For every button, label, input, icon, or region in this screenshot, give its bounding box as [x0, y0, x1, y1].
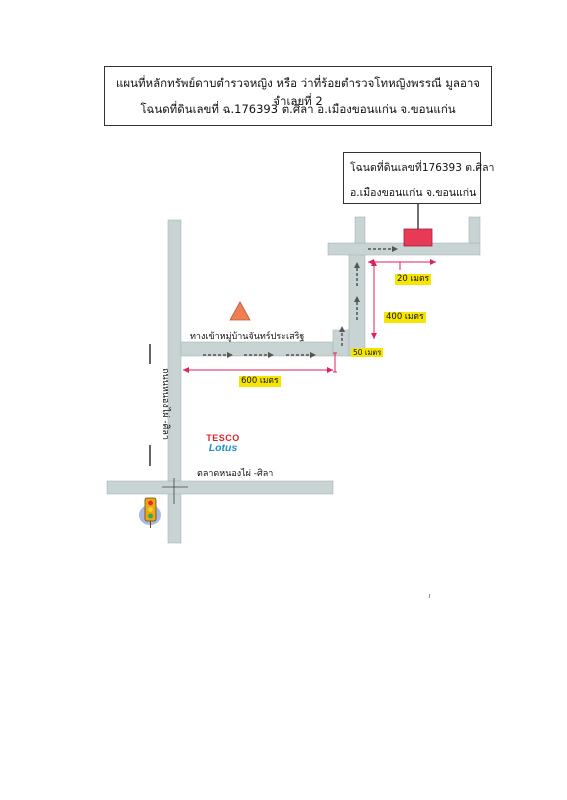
traffic-light-icon [139, 497, 161, 528]
measure-600 [183, 367, 333, 373]
upper-stub-left [354, 216, 366, 244]
main-road-vertical [167, 219, 182, 544]
arrow-connector-up [339, 326, 345, 346]
market-road [106, 480, 334, 495]
arrow-soi-up-2 [354, 262, 360, 286]
distance-600-label: 600 เมตร [239, 376, 281, 387]
direction-arrows [203, 246, 398, 358]
arrow-village-3 [286, 352, 316, 358]
map-title-box: แผนที่หลักทรัพย์ดาบตำรวจหญิง หรือ ว่าที่… [104, 66, 492, 126]
arrow-village-1 [203, 352, 233, 358]
distance-50-label: 50 เมตร [351, 348, 384, 357]
measure-20 [368, 259, 436, 270]
tesco-lotus-logo: TESCO Lotus [203, 433, 243, 453]
arrow-soi-up-1 [354, 296, 360, 320]
arrow-upper-right [368, 246, 398, 252]
map-title-line1: แผนที่หลักทรัพย์ดาบตำรวจหญิง หรือ ว่าที่… [115, 76, 481, 108]
measure-50 [333, 352, 337, 373]
main-road-label: ถนนหนองไผ่ -ศิลา [160, 368, 171, 440]
roads [106, 216, 481, 544]
deed-line2: อ.เมืองขอนแก่น จ.ขอนแก่น [350, 187, 477, 199]
distance-20-label: 20 เมตร [395, 274, 432, 285]
distance-400-label: 400 เมตร [384, 312, 426, 323]
deed-info-box: โฉนดที่ดินเลขที่176393 ต.ศิลา อ.เมืองขอน… [343, 152, 494, 204]
stray-mark [428, 593, 431, 599]
upper-stub-right [468, 216, 481, 244]
intersection-mark [162, 478, 188, 504]
logo-top-text: TESCO [206, 433, 240, 443]
logo-bottom-text: Lotus [208, 442, 238, 454]
village-entrance-label: ทางเข้าหมู่บ้านจันทร์ประเสริฐ [190, 332, 305, 342]
deed-line1: โฉนดที่ดินเลขที่176393 ต.ศิลา [350, 162, 495, 174]
map-title-line2: โฉนดที่ดินเลขที่ ฉ.176393 ต.ศิลา อ.เมือง… [140, 102, 456, 116]
measure-lines [183, 259, 436, 373]
measure-400 [371, 260, 377, 339]
connector-road [332, 329, 350, 357]
triangle-landmark-icon [229, 301, 251, 321]
plot-marker-icon [403, 228, 433, 247]
arrow-village-2 [244, 352, 274, 358]
market-label: ตลาดหนองไผ่ -ศิลา [197, 469, 274, 479]
